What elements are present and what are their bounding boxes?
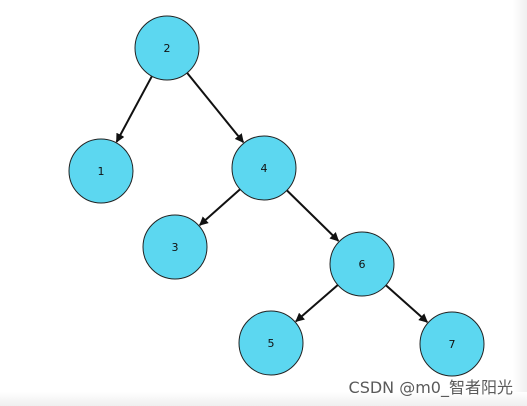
watermark-text: CSDN @m0_智者阳光 [348, 378, 513, 397]
node-label-2: 2 [164, 42, 171, 55]
tree-node-1: 1 [68, 138, 134, 204]
frame-edge-bottom [0, 392, 527, 406]
node-circle-6 [329, 231, 395, 297]
nodes-layer: 2 1 4 3 6 5 7 [68, 15, 485, 377]
tree-node-2: 2 [134, 15, 200, 81]
node-label-5: 5 [268, 337, 275, 350]
edge-n2-n1 [115, 75, 153, 143]
node-circle-2 [134, 15, 200, 81]
edge-n4-n3 [199, 188, 241, 226]
node-circle-3 [142, 214, 208, 280]
edges-layer [115, 72, 428, 323]
node-label-1: 1 [98, 165, 105, 178]
edge-n6-n7 [385, 284, 428, 323]
node-circle-5 [238, 310, 304, 376]
tree-node-3: 3 [142, 214, 208, 280]
node-label-4: 4 [261, 162, 268, 175]
frame-edge-right [513, 0, 527, 406]
node-circle-7 [419, 311, 485, 377]
node-label-6: 6 [359, 258, 366, 271]
edge-n2-n4 [186, 72, 245, 143]
edge-n4-n6 [286, 189, 340, 242]
tree-node-7: 7 [419, 311, 485, 377]
tree-node-4: 4 [231, 135, 297, 201]
tree-node-6: 6 [329, 231, 395, 297]
node-label-7: 7 [449, 338, 456, 351]
node-circle-4 [231, 135, 297, 201]
node-circle-1 [68, 138, 134, 204]
edge-n6-n5 [295, 284, 339, 323]
node-label-3: 3 [172, 241, 179, 254]
tree-node-5: 5 [238, 310, 304, 376]
